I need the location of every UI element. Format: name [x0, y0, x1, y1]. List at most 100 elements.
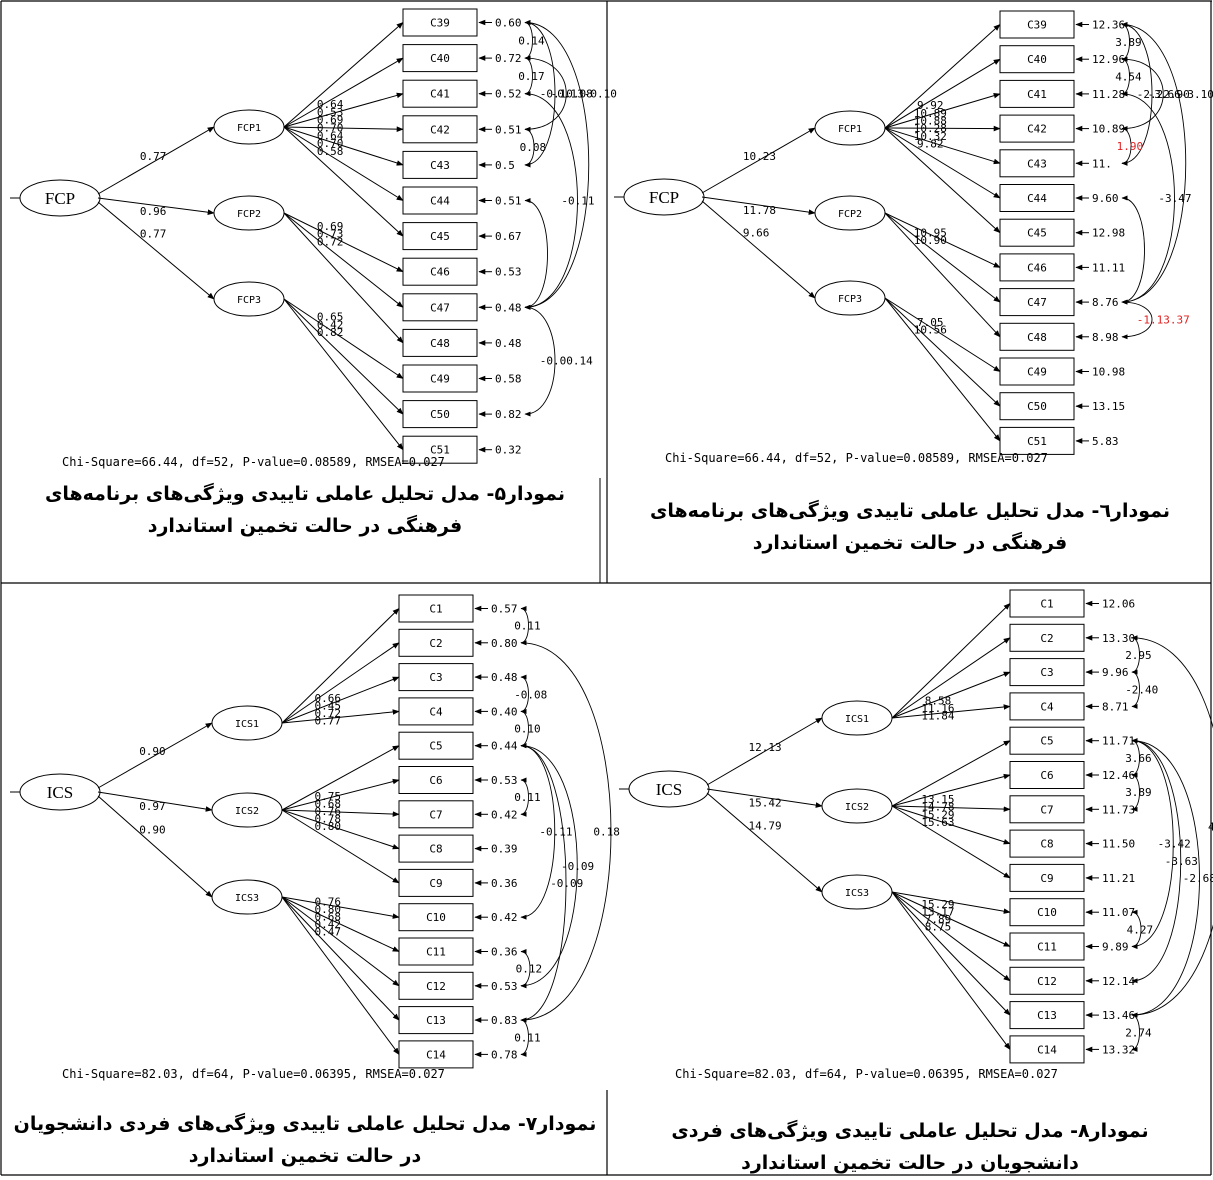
indicator-label: C12	[1037, 975, 1057, 988]
loading-label: 0.58	[317, 145, 344, 158]
error-variance: 11.73	[1102, 803, 1135, 816]
loading-label: 0.72	[317, 236, 344, 249]
error-variance: 0.48	[495, 337, 522, 350]
covariance-label: 3.89	[1125, 786, 1152, 799]
error-variance: 12.36	[1092, 19, 1125, 32]
error-variance: 0.51	[495, 195, 522, 208]
loading-label: 0.70	[317, 137, 344, 150]
covariance-label: -0.11	[561, 195, 594, 208]
figure-caption: نمودار٦- مدل تحلیل عاملی تاییدی ویژگی‌ها…	[649, 500, 1171, 554]
covariance-arc	[524, 198, 548, 310]
covariance-label: -3.47	[1158, 192, 1191, 205]
covariance-arc	[1131, 738, 1200, 1018]
indicator-label: C51	[1027, 435, 1047, 448]
latent-main-label: FCP	[45, 189, 75, 208]
indicator-label: C49	[430, 373, 450, 386]
covariance-label: -3.63	[1165, 855, 1198, 868]
covariance-arc	[1131, 738, 1174, 949]
indicator-box	[999, 392, 1075, 421]
indicator-label: C43	[1027, 157, 1047, 170]
error-variance: 0.32	[495, 444, 522, 457]
error-variance: 9.96	[1102, 666, 1129, 679]
loading-label: 0.77	[314, 714, 341, 727]
factor-label: FCP1	[237, 123, 261, 134]
main-loading: 10.23	[743, 150, 776, 163]
indicator-label: C3	[429, 671, 442, 684]
covariance-label: -0.13-0.10	[551, 88, 617, 101]
indicator-box	[402, 8, 478, 37]
indicator-label: C14	[1037, 1043, 1057, 1056]
loading-label: 0.66	[314, 692, 341, 705]
error-variance: 11.21	[1102, 872, 1135, 885]
indicator-box	[398, 800, 474, 829]
factor-label: ICS2	[845, 802, 869, 813]
covariance-label: 0.11	[514, 791, 541, 804]
loading-label: 13.15	[921, 793, 954, 806]
indicator-box	[1009, 829, 1085, 858]
indicator-label: C2	[429, 637, 442, 650]
covariance-arc	[1121, 21, 1187, 305]
factor-label: ICS1	[845, 714, 869, 725]
covariance-label: -2.40	[1125, 683, 1158, 696]
loading-label: 0.47	[314, 926, 341, 939]
error-variance: 13.46	[1102, 1009, 1135, 1022]
indicator-box	[999, 149, 1075, 178]
error-variance: 0.42	[491, 808, 518, 821]
loading-label: 0.82	[317, 326, 344, 339]
loading-label: 11.16	[921, 702, 954, 715]
covariance-arc	[1131, 738, 1182, 984]
error-variance: 0.60	[495, 17, 522, 30]
loading-label: 9.82	[917, 137, 944, 150]
error-variance: 11.	[1092, 157, 1112, 170]
main-loading: 15.42	[749, 797, 782, 810]
error-variance: 0.53	[491, 774, 518, 787]
indicator-label: C4	[429, 705, 443, 718]
covariance-label: 0.12	[516, 963, 543, 976]
loading-label: 0.72	[314, 707, 341, 720]
indicator-label: C50	[430, 408, 450, 421]
indicator-label: C46	[430, 266, 450, 279]
error-variance: 0.82	[495, 408, 522, 421]
indicator-label: C43	[430, 159, 450, 172]
latent-main-label: FCP	[649, 188, 679, 207]
loading-label: 10.32	[914, 130, 947, 143]
covariance-label: 4.27	[1127, 923, 1154, 936]
indicator-label: C51	[430, 444, 450, 457]
main-loading: 0.77	[140, 150, 167, 163]
loading-label: 0.68	[314, 797, 341, 810]
covariance-label: -1.13.37	[1137, 313, 1190, 326]
error-variance: 12.06	[1102, 598, 1135, 611]
indicator-box	[398, 766, 474, 794]
covariance-arc	[520, 743, 567, 1023]
indicator-box	[999, 10, 1075, 39]
covariance-label: 0.11	[514, 1031, 541, 1044]
indicator-label: C13	[1037, 1009, 1057, 1022]
error-variance: 0.58	[495, 373, 522, 386]
covariance-arc	[520, 1017, 529, 1057]
indicator-label: C5	[1040, 735, 1053, 748]
covariance-arc	[1131, 909, 1142, 950]
indicator-box	[1009, 692, 1085, 721]
indicator-box	[402, 150, 478, 179]
loading-label: 0.65	[317, 310, 344, 323]
main-loading: 0.97	[139, 800, 166, 813]
error-variance: 5.83	[1092, 435, 1119, 448]
covariance-label: -0.09	[550, 877, 583, 890]
factor-label: FCP1	[838, 124, 862, 135]
main-loading: 0.90	[139, 823, 166, 836]
covariance-arc	[1121, 195, 1145, 305]
fit-statistics: Chi-Square=66.44, df=52, P-value=0.08589…	[665, 451, 1048, 465]
indicator-label: C40	[430, 52, 450, 65]
indicator-box	[398, 628, 474, 657]
loading-label: 10.95	[914, 227, 947, 240]
indicator-box	[398, 834, 474, 863]
indicator-box	[999, 184, 1075, 212]
loading-label: 0.80	[314, 820, 341, 833]
error-variance: 0.53	[495, 266, 522, 279]
main-loading: 0.96	[140, 205, 167, 218]
indicator-label: C42	[430, 123, 450, 136]
covariance-arc	[524, 20, 556, 168]
